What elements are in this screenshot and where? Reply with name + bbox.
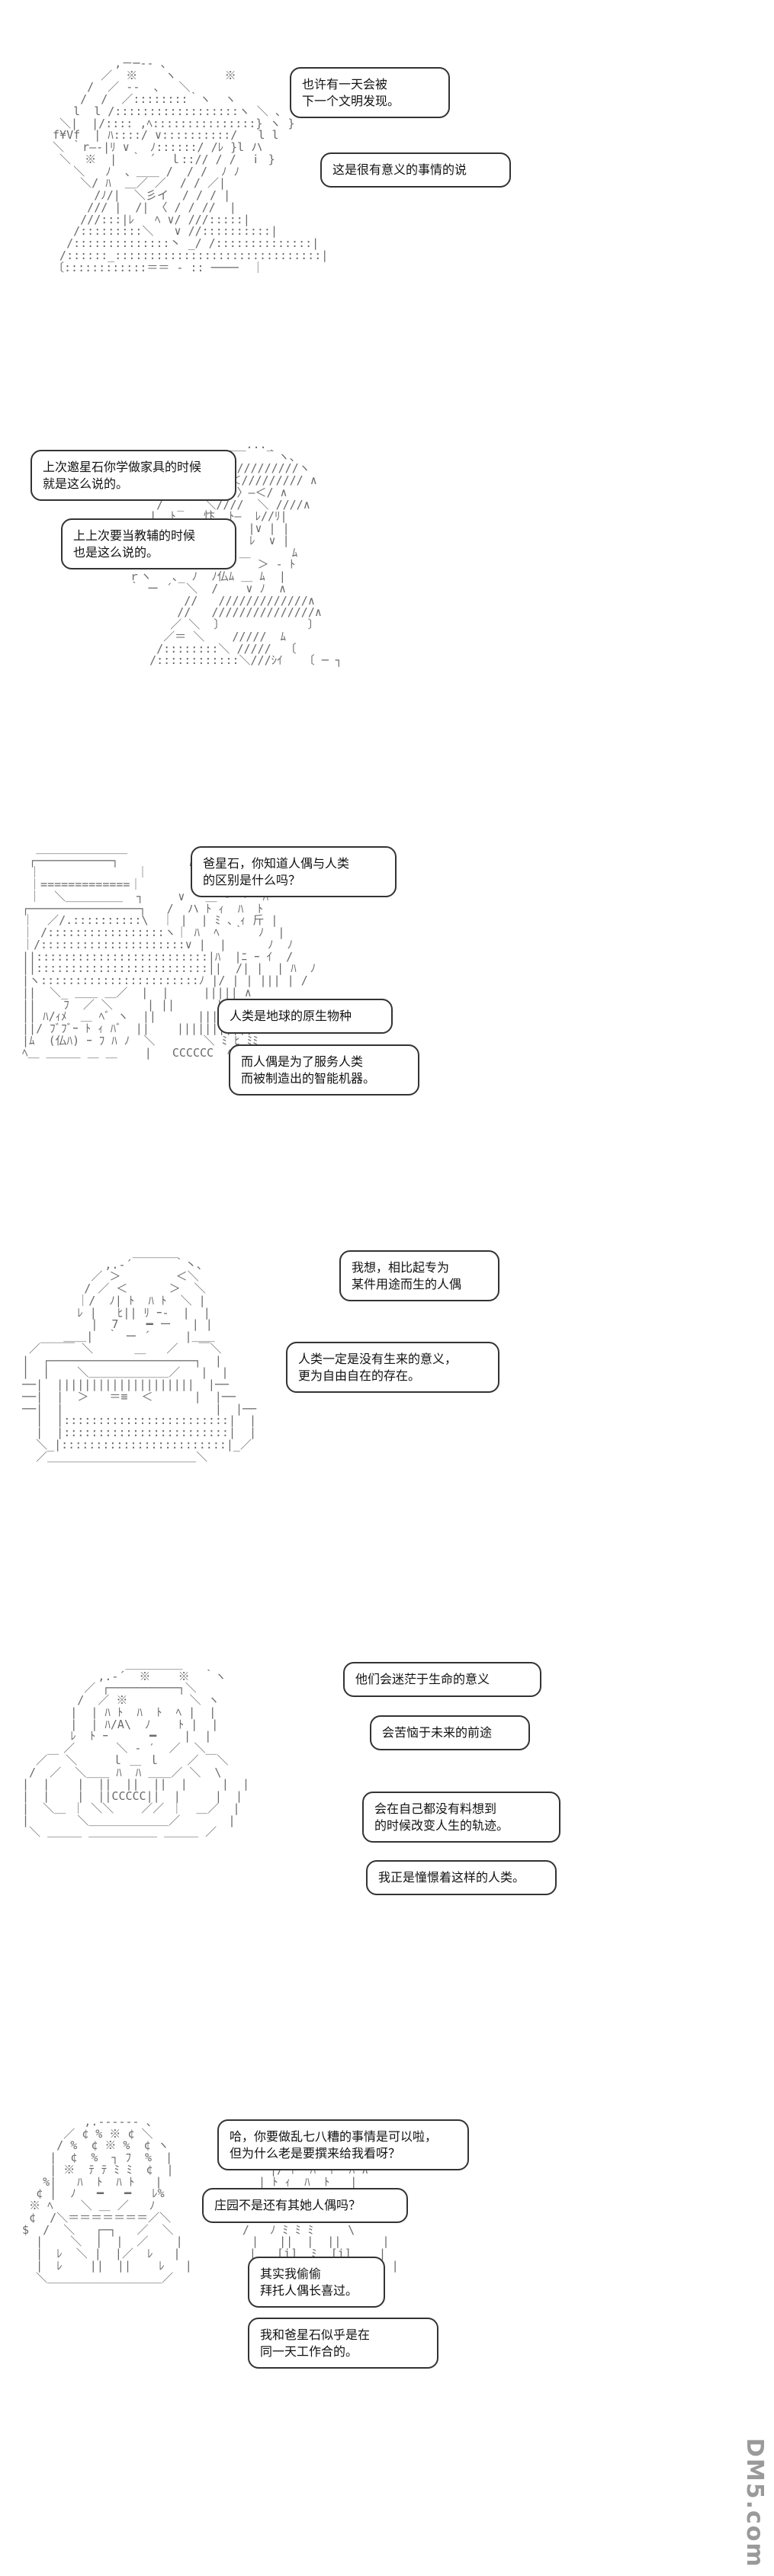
- speech-bubble: 会苦恼于未来的前途: [370, 1715, 530, 1750]
- speech-bubble: 其实我偷偷 拜托人偶长喜过。: [248, 2257, 385, 2308]
- speech-bubble: 爸星石，你知道人偶与人类 的区别是什么吗？: [191, 846, 397, 898]
- speech-bubble: 会在自己都没有料想到 的时候改变人生的轨迹。: [362, 1792, 560, 1843]
- speech-bubble: 哈，你要做乱七八糟的事情是可以啦， 但为什么老是要撰来给我看呀？: [217, 2119, 469, 2171]
- speech-bubble: 我想，相比起专为 某件用途而生的人偶: [339, 1250, 499, 1302]
- speech-bubble: 也许有一天会被 下一个文明发现。: [290, 67, 450, 119]
- speech-bubble: 上次邀星石你学做家具的时候 就是这么说的。: [31, 450, 236, 502]
- speech-bubble: 庄园不是还有其她人偶吗？: [202, 2188, 408, 2223]
- speech-bubble: 上上次要当教辅的时候 也是这么说的。: [61, 518, 236, 570]
- speech-bubble: 而人偶是为了服务人类 而被制造出的智能机器。: [229, 1044, 419, 1096]
- ascii-art-figure: ＿＿＿＿ ,.‐´ ｀丶、 ／ ＞ ＜＼ / ／ ＜ ＞ ＼ ｜/ ﾉ| ﾄ ﾊ…: [22, 1245, 257, 1464]
- watermark: DM5.com: [741, 2438, 768, 2568]
- ascii-art-figure: ＿＿＿＿＿ ,.‐´ ※ ※ ｀ヽ ／ ┌──────────┐＼ / ／ ※ …: [22, 1657, 250, 1840]
- comic-panel-4: ＿＿＿＿ ,.‐´ ｀丶、 ／ ＞ ＜＼ / ／ ＜ ＞ ＼ ｜/ ﾉ| ﾄ ﾊ…: [15, 1235, 747, 1616]
- speech-bubble: 人类一定是没有生来的意义， 更为自由自在的存在。: [286, 1342, 499, 1394]
- ascii-art-figure: ,－─‐- 、 ／ ※ ヽ ※ / ／ ‐- 、 ＼ / / ／::::::::…: [53, 56, 329, 274]
- comic-panel-3: ＿＿＿＿＿＿＿＿ ＿＿＿＿ ┌───────────┐ ,:' ＼ ニ ー ミ …: [15, 831, 747, 1205]
- comic-panel-6: ,.--‐‐-- 、 ,.--‐‐- 、 ／ ¢ % ※ ¢ ＼ ／ /////…: [15, 2104, 747, 2562]
- comic-panel-2: ___..._ ,..-'´ ｀ヽ、 ／////////////////ヽ //…: [15, 427, 747, 808]
- speech-bubble: 我正是憧憬着这样的人类。: [366, 1860, 557, 1895]
- speech-bubble: 我和爸星石似乎是在 同一天工作合的。: [248, 2318, 438, 2369]
- comic-panel-5: ＿＿＿＿＿ ,.‐´ ※ ※ ｀ヽ ／ ┌──────────┐＼ / ／ ※ …: [15, 1647, 747, 2074]
- speech-bubble: 人类是地球的原生物种: [217, 999, 393, 1034]
- ascii-art-figure: ＿＿＿＿＿＿＿＿ ＿＿＿＿ ┌───────────┐ ,:' ＼ ニ ー ミ …: [22, 841, 325, 1060]
- speech-bubble: 他们会迷茫于生命的意义: [343, 1662, 541, 1697]
- comic-panel-1: ,－─‐- 、 ／ ※ ヽ ※ / ／ ‐- 、 ＼ / / ／::::::::…: [15, 30, 747, 381]
- speech-bubble: 这是很有意义的事情的说: [320, 152, 511, 188]
